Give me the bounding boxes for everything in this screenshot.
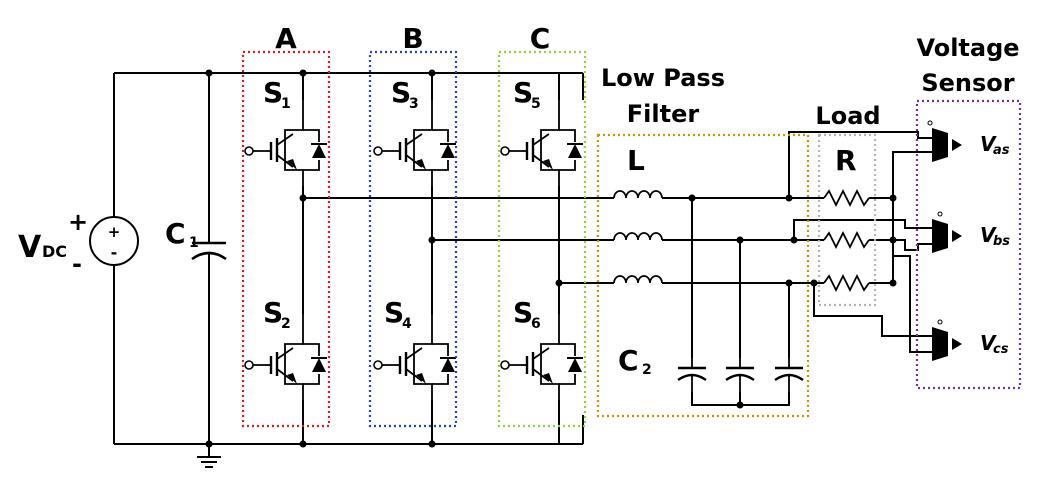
- vas-label-main: V: [980, 132, 997, 156]
- voltage-sensor-c: [932, 327, 962, 361]
- capacitor-c1: [191, 73, 227, 444]
- source-label-main: V: [18, 230, 42, 265]
- s5-label-main: S: [513, 76, 533, 109]
- load-resistors: [820, 190, 894, 291]
- inductor-b: [613, 232, 663, 241]
- c2-label-main: C: [618, 344, 639, 377]
- sensor-label-line2: Sensor: [921, 69, 1014, 97]
- filter-box: [596, 133, 810, 418]
- vcs-label-main: V: [980, 331, 997, 355]
- s4-label-sub: 4: [402, 316, 412, 332]
- phase-a-label: A: [275, 22, 297, 55]
- sensor-label-line1: Voltage: [916, 34, 1019, 62]
- s1-label-main: S: [263, 76, 283, 109]
- c1-label-sub: 1: [189, 235, 199, 251]
- phase-c-label: C: [530, 22, 551, 55]
- phase-lines: [303, 190, 820, 284]
- source-plus-inner: +: [108, 223, 121, 241]
- voltage-sensor-a: [932, 128, 962, 162]
- leg-b: [372, 73, 458, 444]
- s3-label-main: S: [391, 76, 411, 109]
- s4-label-main: S: [384, 296, 404, 329]
- vbs-label-sub: bs: [993, 234, 1010, 249]
- leg-a: [243, 73, 329, 444]
- source-plus-label: +: [68, 208, 88, 236]
- switch-s3: [372, 98, 458, 188]
- vcs-label-sub: cs: [993, 342, 1009, 357]
- source-minus-label: -: [72, 250, 82, 278]
- resistor-c: [823, 275, 870, 291]
- s6-label-main: S: [513, 296, 533, 329]
- capacitor-c2-bank: [676, 198, 805, 406]
- sensor-wiring: [788, 131, 932, 353]
- switch-s5: [499, 98, 585, 188]
- dc-bus: [113, 72, 584, 445]
- s2-label-main: S: [263, 296, 283, 329]
- source-minus-inner: -: [111, 243, 118, 262]
- s1-label-sub: 1: [281, 96, 291, 112]
- filter-label-line1: Low Pass: [601, 64, 725, 92]
- load-label: Load: [815, 102, 880, 130]
- source-label-sub: DC: [42, 242, 67, 261]
- s6-label-sub: 6: [531, 316, 541, 332]
- load-box: [817, 133, 877, 307]
- filter-label-line2: Filter: [627, 100, 700, 128]
- inductor-a: [613, 190, 663, 199]
- resistor-a: [823, 190, 870, 206]
- leg-c: [499, 72, 585, 445]
- s2-label-sub: 2: [281, 316, 291, 332]
- resistor-label: R: [835, 144, 857, 177]
- switch-s1: [243, 98, 329, 188]
- s3-label-sub: 3: [409, 96, 419, 112]
- vbs-label-main: V: [980, 223, 997, 247]
- c2-label-sub: 2: [642, 362, 652, 378]
- resistor-b: [823, 232, 870, 248]
- c1-label-main: C: [165, 217, 186, 250]
- inductor-label: L: [627, 144, 645, 177]
- s5-label-sub: 5: [531, 96, 541, 112]
- phase-b-label: B: [402, 22, 423, 55]
- junction-dots: [205, 69, 897, 448]
- voltage-sensor-b: [932, 219, 962, 253]
- sensor-box: [915, 99, 1022, 390]
- inductor-c: [613, 275, 663, 284]
- vas-label-sub: as: [993, 143, 1010, 158]
- dc-source: + -: [89, 216, 139, 266]
